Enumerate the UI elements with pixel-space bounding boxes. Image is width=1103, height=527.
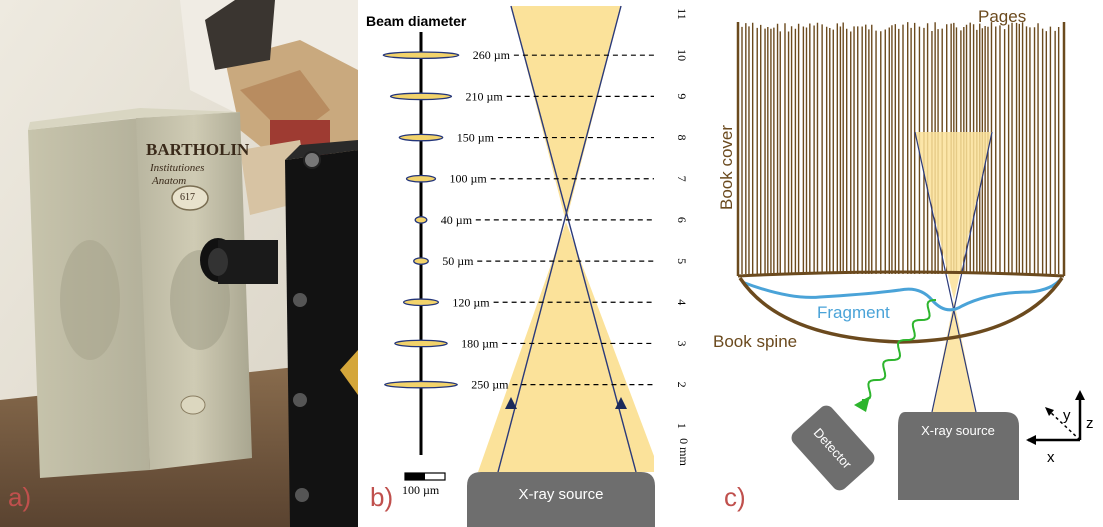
fluorescence-arrowhead: [854, 396, 870, 412]
beam-size-label: 50 µm: [442, 254, 474, 268]
beam-size-label: 40 µm: [441, 213, 473, 227]
c-beam-upper: [915, 132, 992, 300]
beam-diagram: 260 µm 210 µm 150 µm 100 µm 40 µm 50 µm 120 µm…: [366, 5, 691, 527]
fragment-label: Fragment: [817, 303, 890, 322]
book-cover-bottom: [737, 270, 1065, 278]
scale-bar-black: [405, 473, 425, 480]
book-cover-label: Book cover: [717, 125, 736, 210]
panel-label-a: a): [8, 482, 32, 512]
c-beam-lower: [932, 300, 976, 412]
ruler-tick-label: 11: [675, 8, 689, 20]
ruler-tick-label: 3: [675, 340, 689, 346]
beam-diameter-title: Beam diameter: [366, 13, 467, 29]
c-xray-source-box: [898, 412, 1019, 500]
beam-cone-upper: [511, 6, 621, 222]
beam-size-label: 100 µm: [450, 172, 488, 186]
spine-line-1: Institutiones: [150, 162, 205, 174]
pages-label: Pages: [978, 7, 1026, 26]
beam-ellipse: [389, 92, 453, 101]
beam-size-label: 150 µm: [457, 131, 495, 145]
panel-label-b: b): [370, 482, 394, 512]
beam-size-label: 120 µm: [452, 295, 490, 309]
beam-arrow-right: [615, 397, 627, 409]
beam-arrow-left: [505, 397, 517, 409]
beam-edge-left: [510, 5, 637, 473]
ruler-tick-label: 9: [675, 93, 689, 99]
xray-source-label: X-ray source: [518, 486, 603, 503]
book-photo: [0, 0, 358, 527]
panel-label-c: c): [724, 482, 746, 512]
beam-ellipse: [402, 298, 440, 307]
ruler-tick-label: 4: [675, 299, 689, 305]
beam-cone-lower: [478, 222, 660, 472]
beam-size-label: 250 µm: [471, 378, 509, 392]
beam-ellipse: [398, 133, 444, 142]
detector: Detector: [791, 405, 875, 491]
coordinate-axes: z y x: [1026, 390, 1094, 466]
beam-ellipse: [382, 51, 460, 60]
ruler-tick-label: 7: [675, 176, 689, 182]
fluorescence-arrow: [861, 299, 937, 401]
ruler-tick-label: 1: [675, 423, 689, 429]
beam-edge-right: [497, 5, 622, 473]
beam-ellipse: [384, 380, 458, 389]
book-pages: [741, 22, 1060, 274]
fragment-curve: [741, 276, 1064, 312]
geometry-panel: Detector X-ray source Pages Book cover F…: [700, 0, 1103, 527]
beam-ellipse: [414, 216, 428, 224]
c-xray-source-label: X-ray source: [921, 423, 995, 438]
photo-panel: BARTHOLIN Institutiones Anatom 617 a): [0, 0, 358, 527]
spine-line-2: Anatom: [152, 175, 187, 187]
ruler: [654, 6, 670, 472]
ruler-unit-label: 0 mm: [677, 438, 691, 466]
axis-z-label: z: [1086, 415, 1094, 432]
beam-ellipse: [413, 257, 429, 265]
ruler-tick-label: 10: [675, 49, 689, 61]
beam-diagram-panel: 260 µm 210 µm 150 µm 100 µm 40 µm 50 µm 120 µm…: [358, 0, 700, 527]
spine-title: BARTHOLIN: [146, 140, 250, 159]
xray-source-box: [467, 472, 655, 527]
axis-y-label: y: [1063, 407, 1071, 424]
geometry-diagram: Detector X-ray source Pages Book cover F…: [713, 7, 1094, 500]
ruler-tick-label: 5: [675, 258, 689, 264]
ruler-tick-label: 2: [675, 382, 689, 388]
ruler-tick-label: 8: [675, 135, 689, 141]
beam-size-label: 260 µm: [473, 48, 511, 62]
scale-bar-label: 100 µm: [402, 483, 440, 497]
book-spine-label: Book spine: [713, 332, 797, 351]
beam-size-label: 210 µm: [465, 89, 503, 103]
ruler-tick-label: 6: [675, 217, 689, 223]
axis-x-label: x: [1047, 449, 1055, 466]
beam-ellipse: [394, 339, 448, 348]
beam-size-label: 180 µm: [461, 336, 499, 350]
beam-ellipse: [405, 174, 437, 183]
shelf-number: 617: [180, 192, 195, 203]
